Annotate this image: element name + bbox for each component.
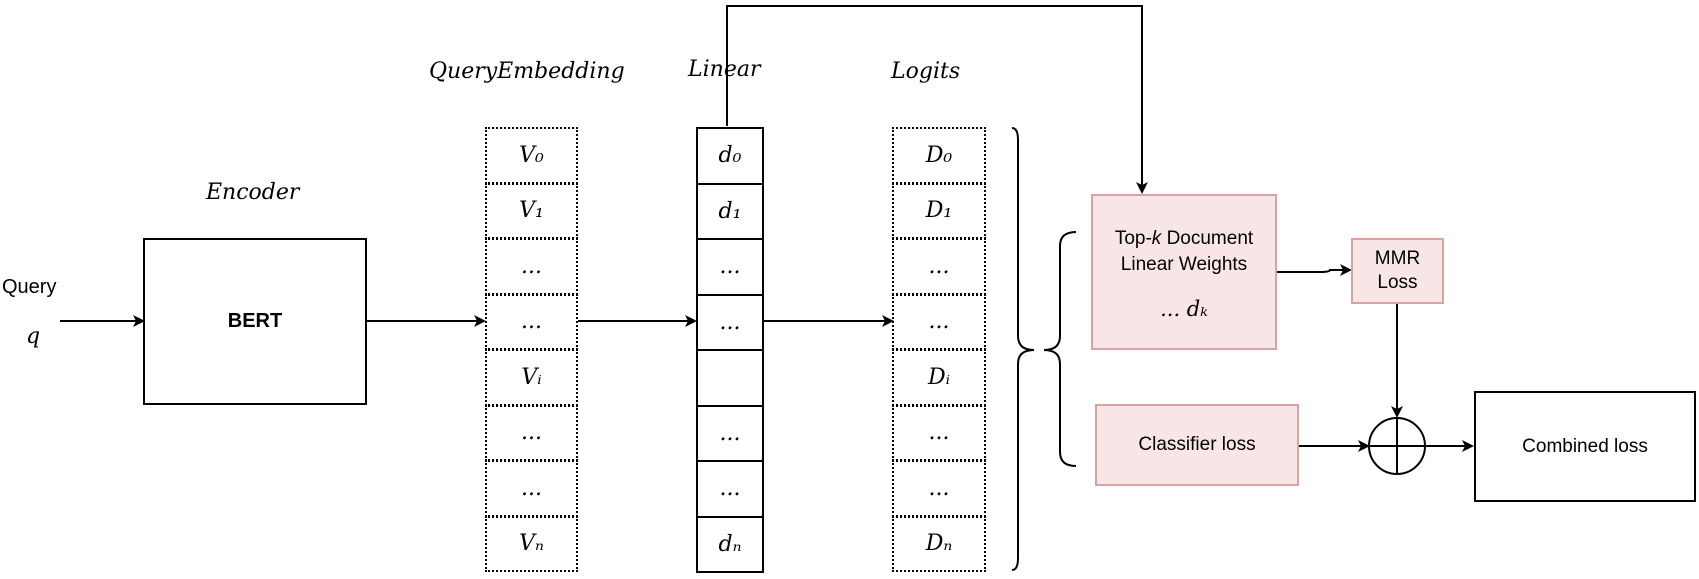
linear-cell: ... — [696, 460, 764, 518]
embedding-cell: ... — [485, 238, 578, 295]
topk-line-1: Top-k Document — [1115, 226, 1253, 252]
topk-line-3: ... dₖ — [1160, 297, 1208, 321]
linear-cell: dₙ — [696, 515, 764, 573]
logit-cell: D₀ — [892, 127, 986, 184]
query-embedding-label: QueryEmbedding — [429, 59, 625, 84]
linear-cell — [696, 349, 764, 407]
embedding-cell: ... — [485, 404, 578, 461]
embedding-cell: V₀ — [485, 127, 578, 184]
logit-cell: ... — [892, 460, 986, 517]
topk-suffix: Document — [1161, 228, 1254, 249]
encoder-label: Encoder — [206, 180, 300, 205]
logit-cell: ... — [892, 238, 986, 295]
mmr-loss-box: MMR Loss — [1351, 238, 1444, 304]
logit-cell: ... — [892, 404, 986, 461]
combined-loss-box: Combined loss — [1474, 391, 1696, 502]
loss-brace — [1043, 231, 1077, 467]
mmr-line-2: Loss — [1377, 272, 1418, 293]
linear-cell: d₀ — [696, 127, 764, 185]
arrow-linear-to-topk — [726, 5, 1148, 194]
bert-label: BERT — [227, 310, 283, 332]
logits-brace — [1011, 127, 1035, 571]
embedding-cell: Vₙ — [485, 515, 578, 572]
embedding-cell: Vᵢ — [485, 349, 578, 406]
logits-label: Logits — [891, 59, 961, 84]
classifier-loss-box: Classifier loss — [1095, 404, 1299, 486]
topk-k: k — [1151, 228, 1162, 249]
embedding-cell: ... — [485, 460, 578, 517]
embedding-cell: ... — [485, 293, 578, 350]
query-label: Query — [2, 276, 57, 298]
logit-cell: ... — [892, 293, 986, 350]
logit-cell: D₁ — [892, 182, 986, 239]
query-variable: q — [26, 324, 41, 349]
topk-prefix: Top- — [1114, 228, 1152, 249]
embedding-cell: V₁ — [485, 182, 578, 239]
linear-cell: ... — [696, 293, 764, 351]
linear-cell: ... — [696, 238, 764, 296]
mmr-line-1: MMR — [1374, 248, 1421, 269]
arrow-topk-to-mmr — [1276, 264, 1352, 276]
logit-cell: Dᵢ — [892, 349, 986, 406]
logit-cell: Dₙ — [892, 515, 986, 572]
topk-document-weights-box: Top-k Document Linear Weights ... dₖ — [1091, 194, 1277, 350]
classifier-loss-label: Classifier loss — [1138, 434, 1256, 455]
linear-label: Linear — [688, 57, 761, 82]
topk-line-2: Linear Weights — [1120, 254, 1248, 275]
linear-cell: ... — [696, 404, 764, 462]
combined-loss-label: Combined loss — [1522, 435, 1648, 457]
linear-cell: d₁ — [696, 182, 764, 240]
bert-encoder-box: BERT — [143, 238, 367, 405]
